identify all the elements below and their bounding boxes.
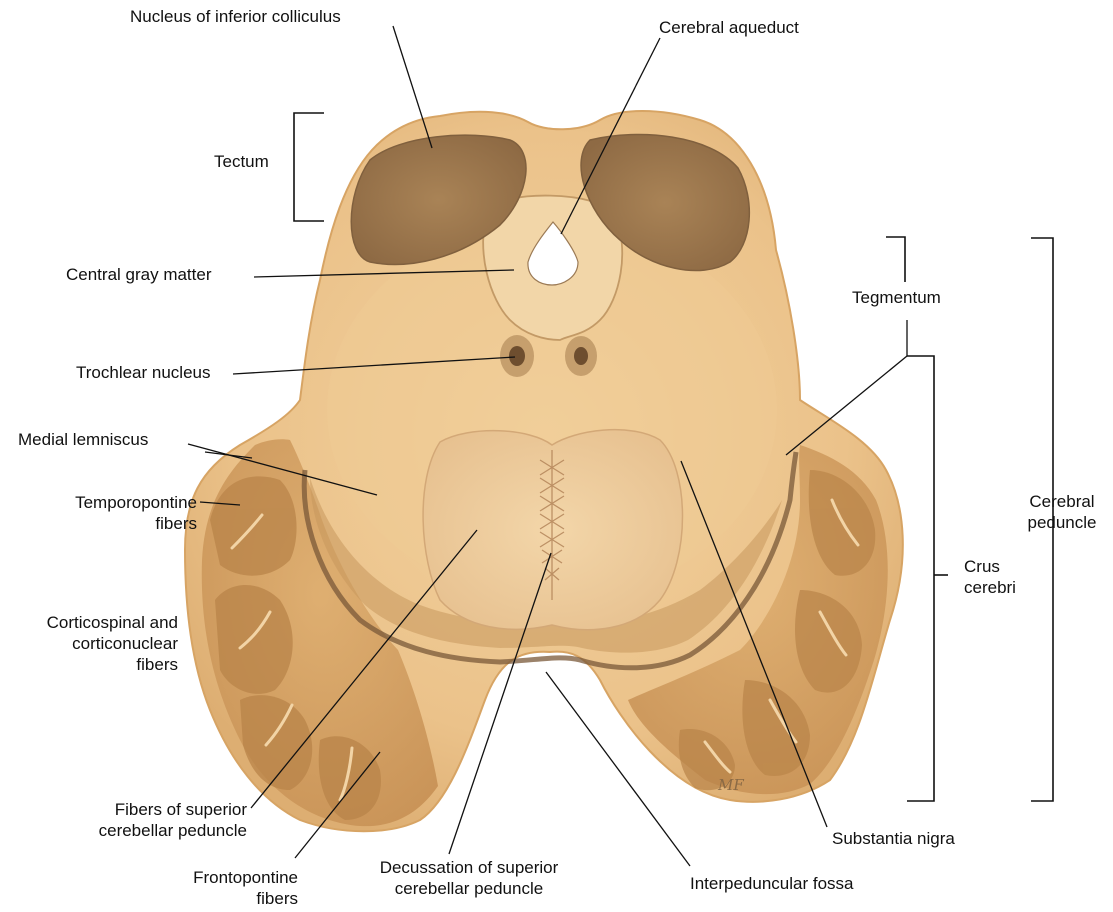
label-medial-lemniscus: Medial lemniscus: [18, 429, 148, 450]
label-tegmentum: Tegmentum: [852, 287, 941, 308]
label-frontopontine-line2: fibers: [163, 888, 298, 909]
artist-signature: MF: [717, 776, 744, 794]
label-dscp-line2: cerebellar peduncle: [354, 878, 584, 899]
label-dscp-line1: Decussation of superior: [354, 857, 584, 878]
label-cerebral-aqueduct: Cerebral aqueduct: [659, 17, 799, 38]
label-crus-cerebri: Crus cerebri: [964, 556, 1016, 598]
label-temporopontine-line1: Temporopontine: [14, 492, 197, 513]
label-trochlear-nucleus: Trochlear nucleus: [76, 362, 211, 383]
label-cortico-line3: fibers: [8, 654, 178, 675]
label-corticospinal-corticonuclear: Corticospinal and corticonuclear fibers: [8, 612, 178, 675]
label-crus-cerebri-line2: cerebri: [964, 577, 1016, 598]
label-nucleus-inferior-colliculus: Nucleus of inferior colliculus: [130, 6, 341, 27]
label-substantia-nigra: Substantia nigra: [832, 828, 955, 849]
label-cerebral-peduncle-line1: Cerebral: [1012, 491, 1112, 512]
label-tectum: Tectum: [214, 151, 269, 172]
label-decussation-superior-cerebellar-peduncle: Decussation of superior cerebellar pedun…: [354, 857, 584, 899]
label-temporopontine-line2: fibers: [14, 513, 197, 534]
label-crus-cerebri-line1: Crus: [964, 556, 1016, 577]
tegmentum-bracket: [886, 237, 905, 282]
label-interpeduncular-fossa: Interpeduncular fossa: [690, 873, 854, 894]
label-cortico-line1: Corticospinal and: [8, 612, 178, 633]
label-frontopontine-line1: Frontopontine: [163, 867, 298, 888]
tectum-bracket: [294, 113, 324, 221]
label-temporopontine-fibers: Temporopontine fibers: [14, 492, 197, 534]
label-cerebral-peduncle-line2: peduncle: [1012, 512, 1112, 533]
label-cerebral-peduncle: Cerebral peduncle: [1012, 491, 1112, 533]
superior-cerebellar-peduncle-region: [423, 430, 682, 630]
label-frontopontine-fibers: Frontopontine fibers: [163, 867, 298, 909]
label-cortico-line2: corticonuclear: [8, 633, 178, 654]
crus-cerebri-bracket: [907, 356, 934, 801]
label-fibers-superior-cerebellar-peduncle: Fibers of superior cerebellar peduncle: [76, 799, 247, 841]
label-central-gray-matter: Central gray matter: [66, 264, 212, 285]
label-fscp-line1: Fibers of superior: [76, 799, 247, 820]
label-fscp-line2: cerebellar peduncle: [76, 820, 247, 841]
